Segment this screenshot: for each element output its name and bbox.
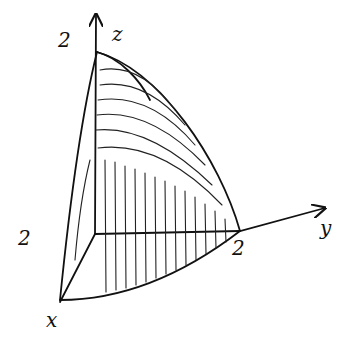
axis-label: y: [320, 218, 331, 238]
tick-label: 2: [18, 228, 31, 248]
tick-label: 2: [232, 238, 245, 258]
hatching: [75, 69, 226, 292]
z-axis: [95, 14, 96, 234]
axis-label: z: [112, 24, 123, 44]
y-axis: [95, 208, 325, 234]
surface-edge: [97, 52, 240, 231]
surface-edge: [97, 52, 150, 100]
axis-label: x: [46, 310, 57, 330]
surface-edge: [60, 52, 97, 300]
base-curve: [60, 231, 240, 300]
tick-label: 2: [58, 30, 71, 50]
